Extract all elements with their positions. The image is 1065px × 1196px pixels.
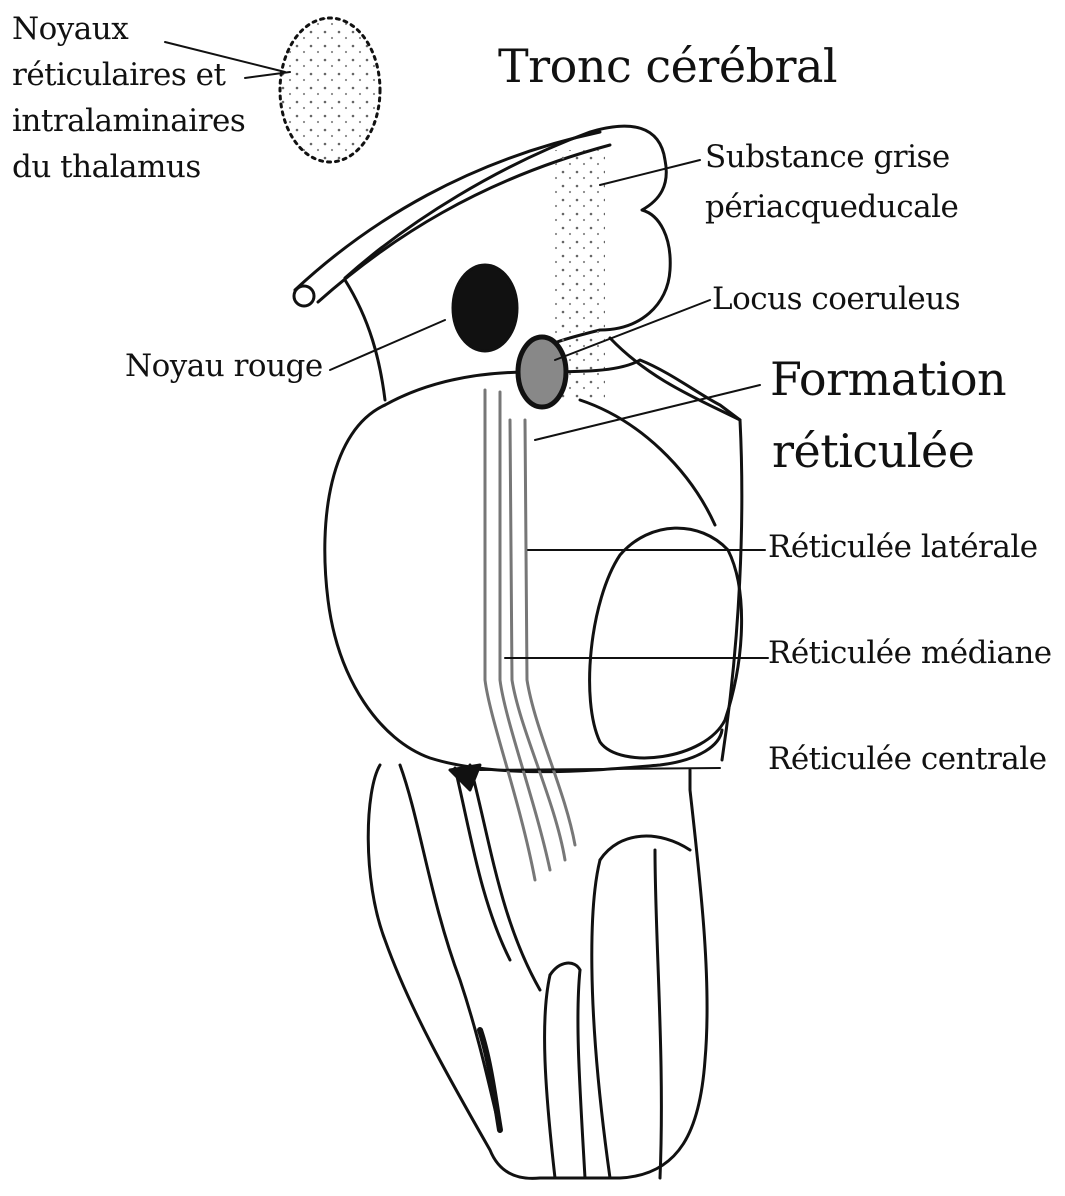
pons-upper-outline — [385, 360, 742, 760]
label-noyaux-line2: réticulaires et — [12, 54, 225, 96]
label-noyaux-line1: Noyaux — [12, 8, 128, 50]
label-substance-line2: périacqueducale — [705, 186, 958, 228]
olive-outline — [590, 528, 742, 758]
cerebral-peduncle-line — [345, 280, 385, 400]
label-formation-line2: réticulée — [772, 422, 974, 480]
label-noyaux-line4: du thalamus — [12, 146, 201, 188]
diagram-title: Tronc cérébral — [498, 38, 837, 94]
label-noyau-rouge: Noyau rouge — [125, 345, 323, 387]
label-locus-coeruleus: Locus coeruleus — [712, 278, 960, 320]
red-nucleus-shape — [453, 265, 517, 351]
locus-coeruleus-shape — [518, 337, 566, 407]
label-substance-line1: Substance grise — [705, 136, 950, 178]
thalamus-nuclei-shape — [280, 18, 380, 162]
label-formation-line1: Formation — [770, 350, 1006, 408]
label-reticulee-centrale: Réticulée centrale — [768, 738, 1047, 780]
leader-lines — [165, 42, 768, 770]
label-reticulee-laterale: Réticulée latérale — [768, 526, 1038, 568]
reticular-columns — [485, 390, 575, 880]
label-noyaux-line3: intralaminaires — [12, 100, 245, 142]
label-reticulee-mediane: Réticulée médiane — [768, 632, 1052, 674]
pons-outline — [325, 405, 722, 772]
